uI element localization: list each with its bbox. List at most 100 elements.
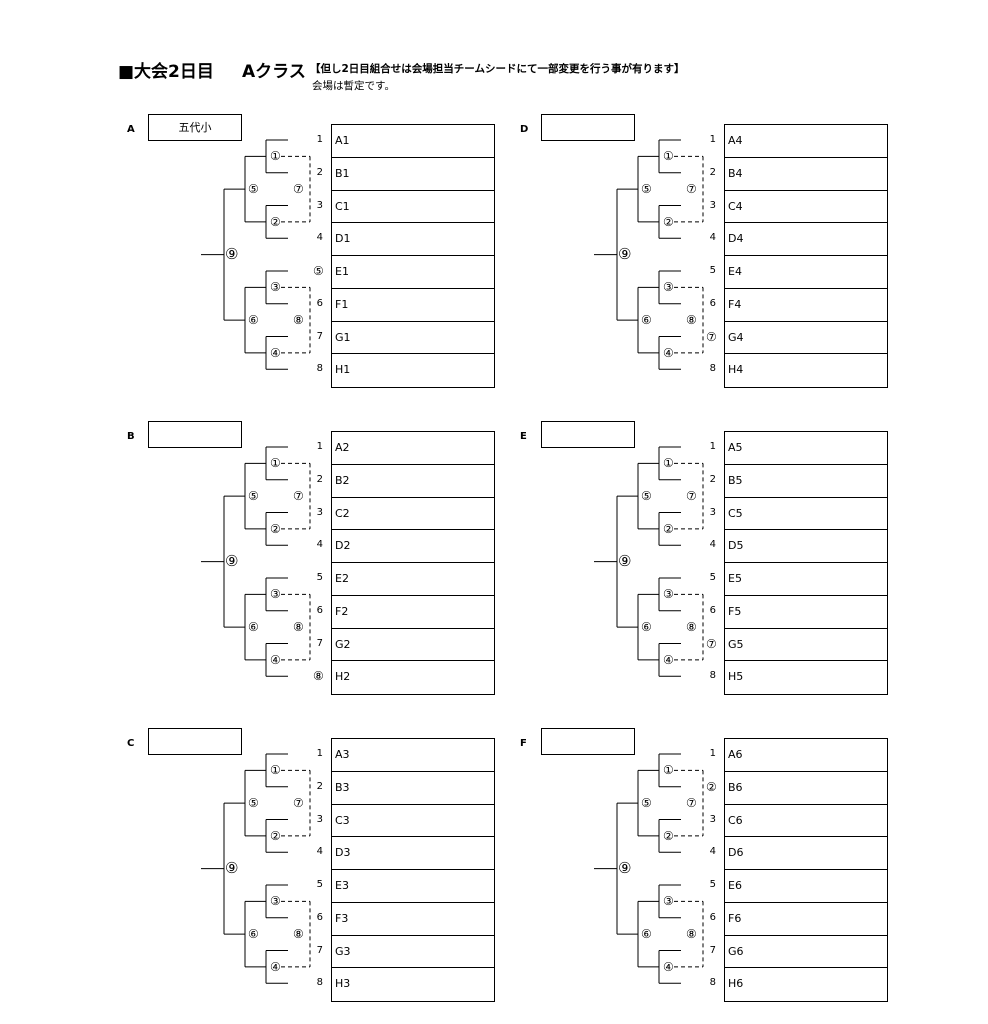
match-8-marker: ⑧ — [293, 620, 304, 635]
slot-cell[interactable]: B4 — [725, 158, 887, 191]
slot-cell[interactable]: C5 — [725, 498, 887, 531]
slot-cell[interactable]: E5 — [725, 563, 887, 596]
team-name-box[interactable] — [148, 421, 242, 448]
slot-cell[interactable]: A6 — [725, 739, 887, 772]
team-name-box[interactable] — [541, 114, 635, 141]
match-8-marker: ⑧ — [686, 620, 697, 635]
block-letter: A — [127, 124, 135, 135]
slot-cell[interactable]: H3 — [335, 977, 351, 991]
slot-cell[interactable]: H4 — [728, 363, 744, 377]
slot-cell[interactable]: C6 — [725, 805, 887, 838]
match-6-marker: ⑥ — [248, 620, 259, 635]
slot-cell[interactable]: B6 — [725, 772, 887, 805]
match-8-marker: ⑧ — [686, 313, 697, 328]
slot-number: 1 — [316, 748, 323, 759]
slot-number: 1 — [709, 134, 716, 145]
slot-cell[interactable]: F6 — [725, 903, 887, 936]
match-1-marker: ① — [270, 149, 281, 164]
notice-text: 【但し2日目組合せは会場担当チームシードにて一部変更を行う事が有ります】 — [310, 63, 685, 75]
match-2-marker: ② — [663, 214, 674, 229]
slot-cell[interactable]: D3 — [332, 837, 494, 870]
slot-cell[interactable]: A1 — [332, 125, 494, 158]
slot-cell[interactable]: H5 — [728, 670, 744, 684]
slot-cell[interactable]: B2 — [332, 465, 494, 498]
match-7-marker: ⑦ — [686, 182, 697, 197]
match-4-marker: ④ — [663, 959, 674, 974]
slot-cell[interactable]: B5 — [725, 465, 887, 498]
bracket-lines — [201, 753, 311, 984]
slot-number: 4 — [316, 539, 323, 551]
venue-note: 会場は暫定です。 — [312, 80, 395, 92]
slot-cell[interactable]: E1 — [332, 256, 494, 289]
slot-cell[interactable]: F3 — [332, 903, 494, 936]
slot-number: 8 — [316, 977, 323, 989]
slot-cell[interactable]: E2 — [332, 563, 494, 596]
match-3-marker: ③ — [270, 587, 281, 602]
slot-cell[interactable]: E6 — [725, 870, 887, 903]
slot-number: 1 — [709, 441, 716, 452]
slot-cell[interactable]: F1 — [332, 289, 494, 322]
slot-cell[interactable]: F4 — [725, 289, 887, 322]
match-6-marker: ⑥ — [248, 313, 259, 328]
slot-cell[interactable]: D1 — [332, 223, 494, 256]
slot-number: 7 — [316, 944, 323, 956]
slot-cell[interactable]: A4 — [725, 125, 887, 158]
slot-cell[interactable]: F5 — [725, 596, 887, 629]
slot-cell[interactable]: C4 — [725, 191, 887, 224]
slot-cell[interactable]: H1 — [335, 363, 351, 377]
slot-cell[interactable]: H2 — [335, 670, 351, 684]
slot-cell[interactable]: B1 — [332, 158, 494, 191]
match-7-marker: ⑦ — [293, 182, 304, 197]
slot-number: 7 — [316, 330, 323, 342]
slot-number: 8 — [316, 363, 323, 375]
slot-cell[interactable]: D2 — [332, 530, 494, 563]
slot-cell[interactable]: A3 — [332, 739, 494, 772]
slot-cell[interactable]: C2 — [332, 498, 494, 531]
match-5-marker: ⑤ — [641, 796, 652, 811]
slot-cell[interactable]: G5 — [725, 629, 887, 662]
team-name-box[interactable] — [541, 421, 635, 448]
slot-number: 5 — [709, 572, 716, 583]
page-title: ■大会2日目 — [118, 62, 214, 82]
bracket-lines — [201, 446, 311, 677]
slot-cell[interactable]: D4 — [725, 223, 887, 256]
final-match-marker: ⑨ — [225, 551, 239, 570]
slot-number: 6 — [316, 911, 323, 923]
slot-cell[interactable]: F2 — [332, 596, 494, 629]
slot-cell[interactable]: G3 — [332, 936, 494, 969]
final-match-marker: ⑨ — [618, 244, 632, 263]
slot-cell[interactable]: C3 — [332, 805, 494, 838]
match-6-marker: ⑥ — [248, 927, 259, 942]
slot-number: 8 — [709, 363, 716, 375]
match-5-marker: ⑤ — [641, 182, 652, 197]
seed-marker: ② — [706, 779, 717, 794]
match-2-marker: ② — [270, 214, 281, 229]
match-4-marker: ④ — [270, 652, 281, 667]
slot-cell[interactable]: A5 — [725, 432, 887, 465]
slot-cell[interactable]: E3 — [332, 870, 494, 903]
team-name-box[interactable] — [541, 728, 635, 755]
slot-cell[interactable]: G4 — [725, 322, 887, 355]
slot-cell[interactable]: G1 — [332, 322, 494, 355]
slot-number: 5 — [709, 265, 716, 276]
slot-cell[interactable]: G6 — [725, 936, 887, 969]
match-1-marker: ① — [663, 763, 674, 778]
seed-marker: ⑧ — [313, 669, 324, 684]
slot-cell[interactable]: D6 — [725, 837, 887, 870]
slot-cell[interactable]: C1 — [332, 191, 494, 224]
team-name-box[interactable]: 五代小 — [148, 114, 242, 141]
slot-number: 4 — [709, 539, 716, 551]
team-name-box[interactable] — [148, 728, 242, 755]
slot-cell[interactable]: B3 — [332, 772, 494, 805]
slot-number: 3 — [316, 506, 323, 518]
slot-cell[interactable]: H6 — [728, 977, 744, 991]
match-6-marker: ⑥ — [641, 620, 652, 635]
final-match-marker: ⑨ — [225, 858, 239, 877]
slot-number: 7 — [316, 637, 323, 649]
slot-cell[interactable]: G2 — [332, 629, 494, 662]
slot-cell[interactable]: A2 — [332, 432, 494, 465]
slot-cell[interactable]: E4 — [725, 256, 887, 289]
slot-cell[interactable]: D5 — [725, 530, 887, 563]
slot-number: 2 — [709, 166, 716, 178]
